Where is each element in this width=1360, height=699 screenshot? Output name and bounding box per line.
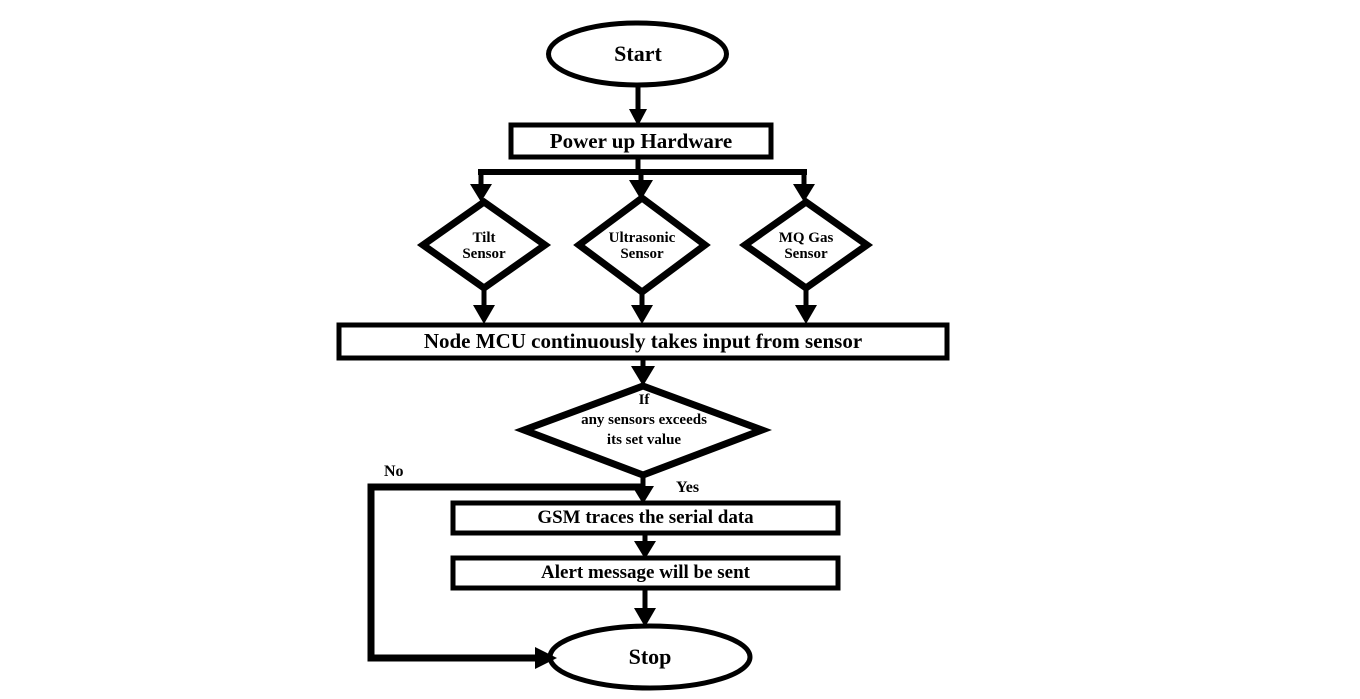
arrowhead-tilt-to-node-mcu xyxy=(473,305,495,324)
arrowhead-start-to-power-up xyxy=(629,109,647,126)
start-ellipse xyxy=(546,20,729,88)
arrowhead-bus-to-ultrasonic xyxy=(629,180,653,200)
ultrasonic-sensor-diamond xyxy=(573,193,711,297)
node-mcu-box xyxy=(336,322,950,361)
decision-diamond xyxy=(514,382,772,479)
mq-gas-sensor-diamond xyxy=(738,197,874,293)
power-up-box xyxy=(508,122,774,160)
alert-box xyxy=(450,555,841,591)
arrowhead-no-branch-to-stop xyxy=(535,647,557,669)
tilt-sensor-diamond xyxy=(416,197,552,293)
stop-ellipse xyxy=(547,623,753,691)
arrowhead-ultrasonic-to-node-mcu xyxy=(631,305,653,324)
edge-no-branch xyxy=(367,483,643,662)
arrowhead-gsm-to-alert xyxy=(634,541,656,559)
arrowhead-mq-gas-to-node-mcu xyxy=(795,305,817,324)
arrowhead-bus-to-mq-gas xyxy=(793,184,815,202)
gsm-box xyxy=(450,500,841,536)
arrowhead-alert-to-stop xyxy=(634,608,656,627)
arrowhead-node-mcu-to-decision xyxy=(631,366,655,386)
arrowhead-bus-to-tilt xyxy=(470,184,492,202)
